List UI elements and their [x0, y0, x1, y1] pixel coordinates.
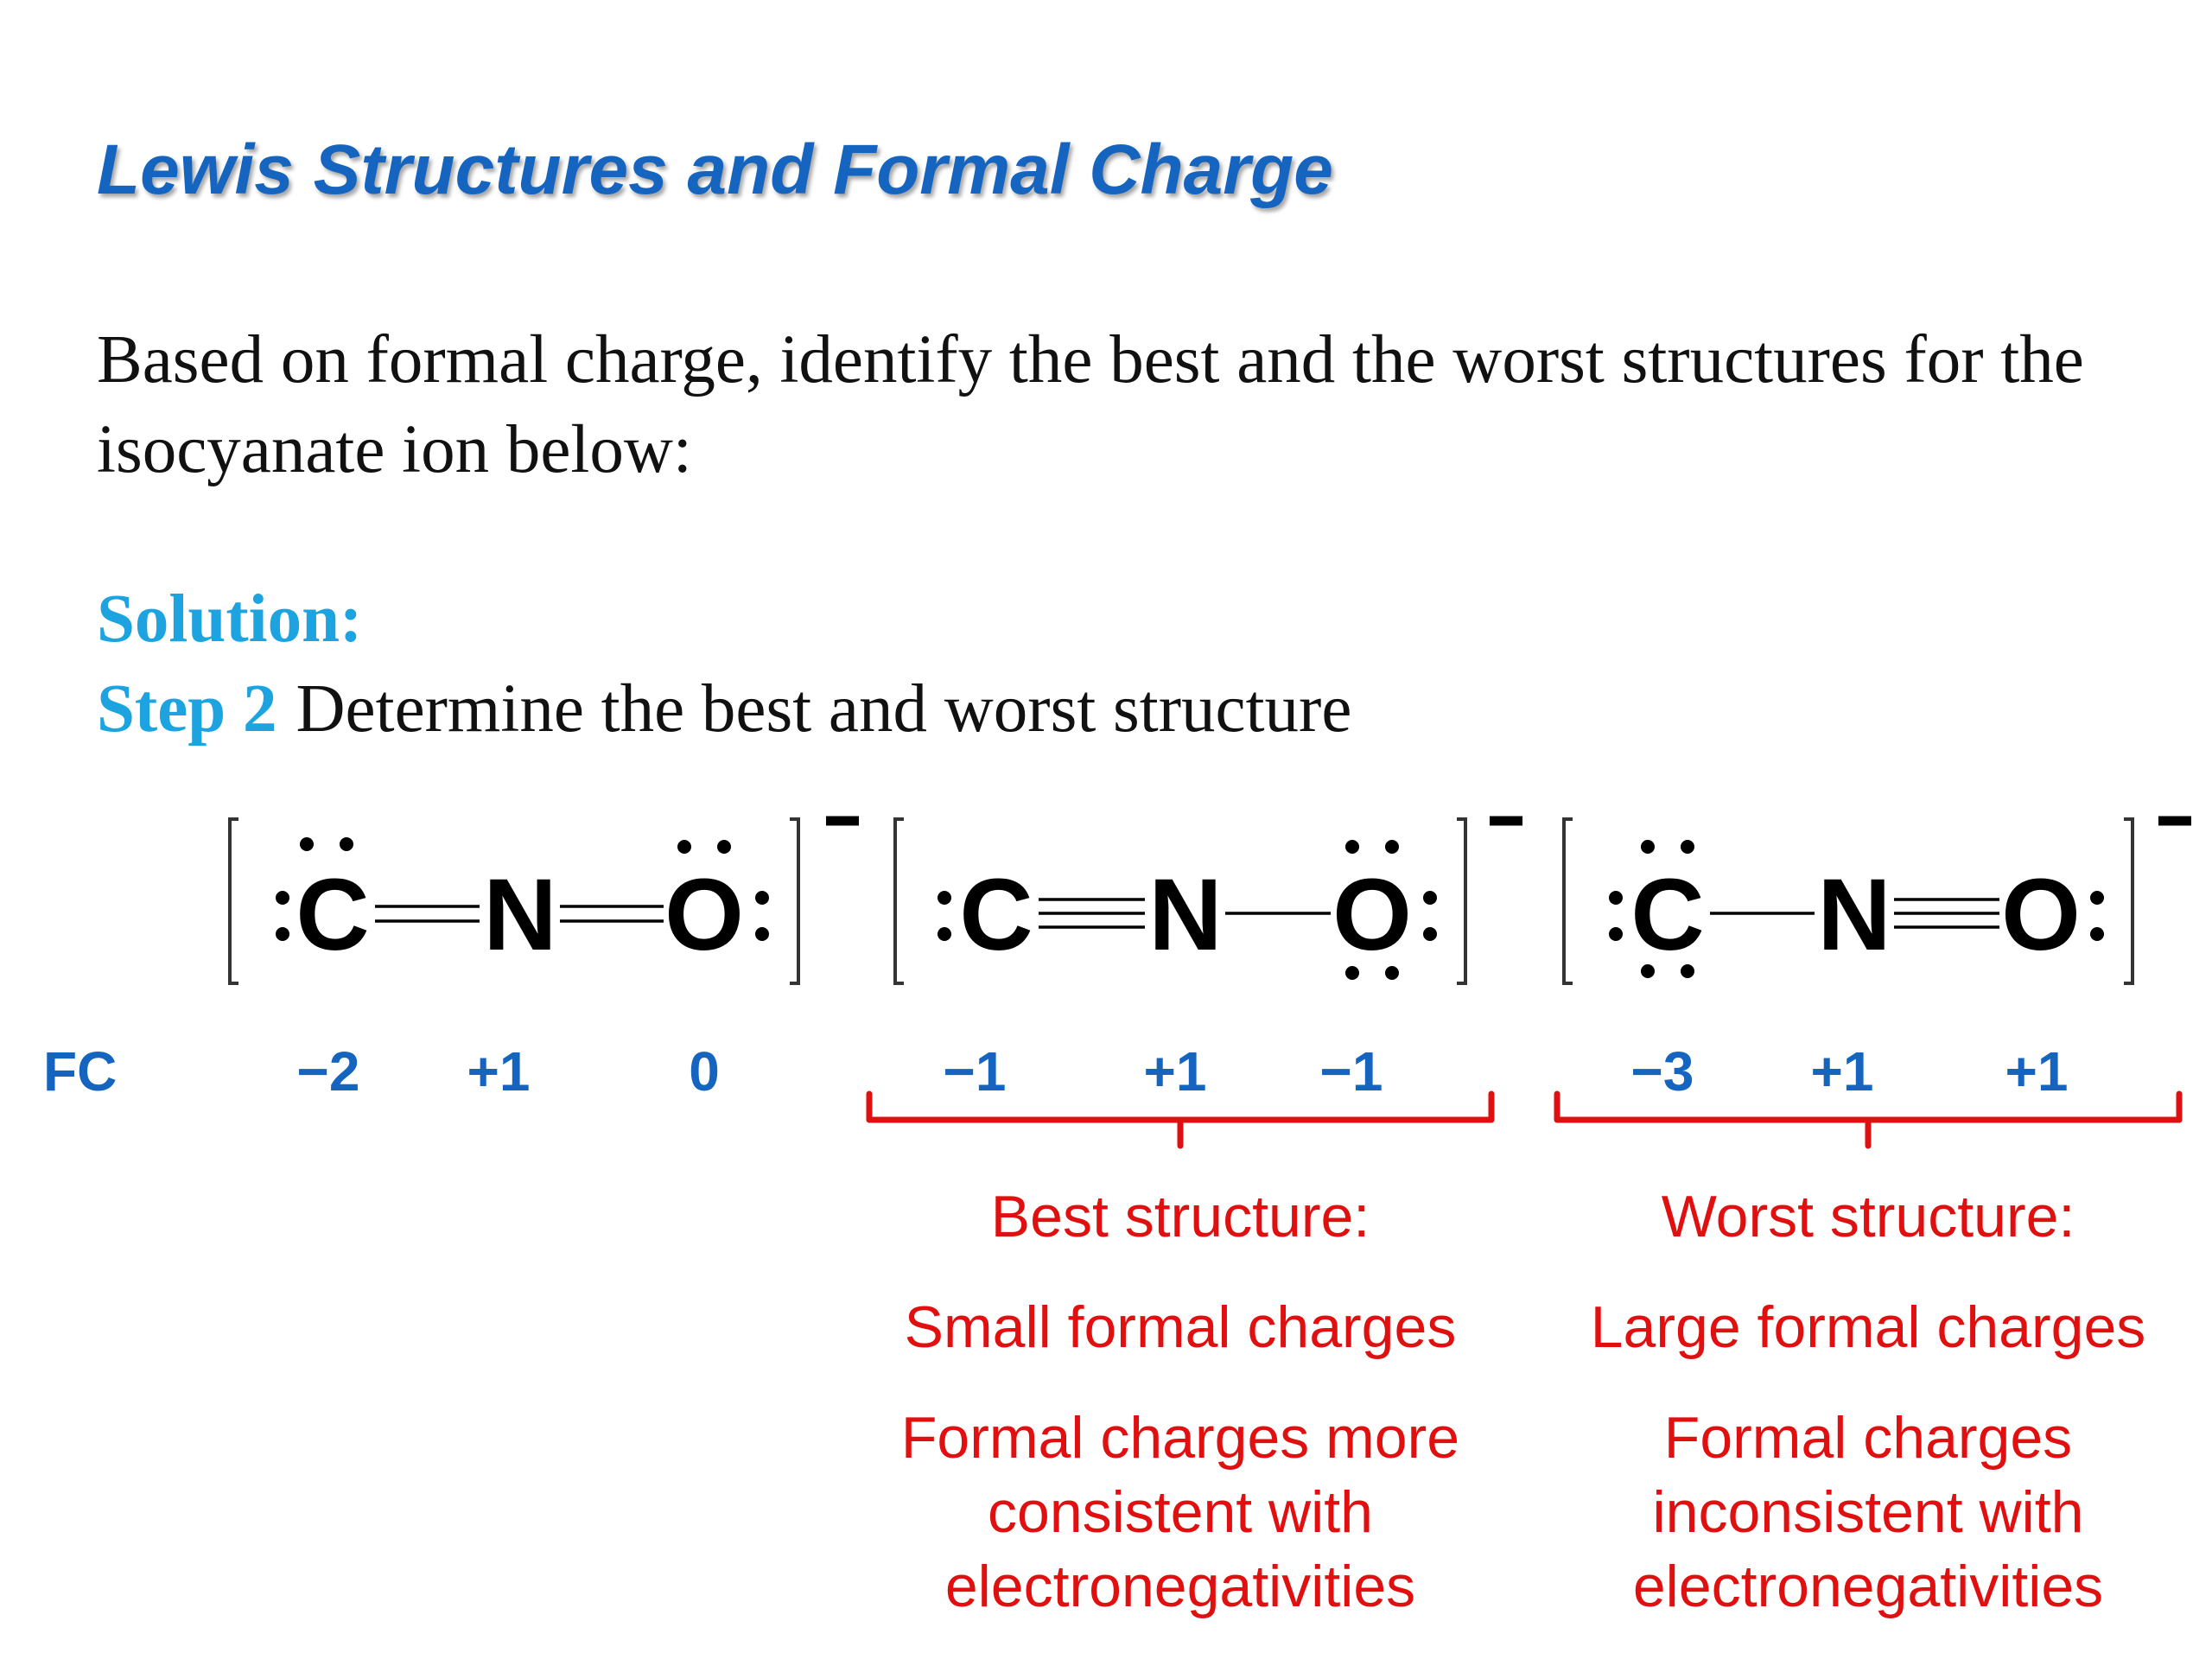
fc-value: −1 [1320, 1040, 1383, 1103]
fc-value: +1 [1811, 1040, 1874, 1103]
double-bond-c-n [375, 905, 480, 923]
fc-value: +1 [467, 1040, 531, 1103]
fc-label: FC [43, 1040, 117, 1103]
fc-value: +1 [1144, 1040, 1207, 1103]
bracket-right [2124, 817, 2134, 985]
worst-point-2: Formal charges inconsistent with electro… [1632, 1405, 2104, 1619]
atom-carbon: C [959, 858, 1033, 972]
structure-1: C N O [228, 816, 859, 985]
atom-carbon: C [296, 858, 369, 972]
atom-nitrogen: N [1817, 858, 1891, 972]
step-label: Step 2 [97, 671, 277, 747]
question-text: Based on formal charge, identify the bes… [97, 322, 2084, 487]
best-point-1: Small formal charges [904, 1294, 1457, 1360]
slide-title: Lewis Structures and Formal Charge [97, 130, 1333, 209]
fc-value: −1 [944, 1040, 1007, 1103]
formal-charge-row: FC −2 +1 0 −1 +1 −1 −3 +1 +1 [43, 1040, 2068, 1103]
fc-value: −2 [297, 1040, 360, 1103]
bracket-right [1457, 817, 1467, 985]
lone-pairs [1609, 840, 2104, 978]
atom-nitrogen: N [483, 858, 556, 972]
atom-oxygen: O [664, 858, 744, 972]
solution-label: Solution: [97, 582, 363, 657]
atom-oxygen: O [1332, 858, 1412, 972]
fc-value: 0 [689, 1040, 720, 1103]
fc-value: +1 [2005, 1040, 2069, 1103]
double-bond-n-o [560, 905, 664, 923]
atom-carbon: C [1630, 858, 1704, 972]
fc-value: −3 [1631, 1040, 1694, 1103]
bracket-left [228, 817, 238, 985]
structure-2: C N O [893, 816, 1522, 985]
atom-nitrogen: N [1148, 858, 1222, 972]
worst-heading: Worst structure: [1661, 1184, 2075, 1249]
lone-pairs [938, 840, 1437, 980]
bracket-left [893, 817, 904, 985]
lone-pairs [276, 837, 769, 941]
worst-point-1: Large formal charges [1590, 1294, 2146, 1360]
best-structure-notes: Best structure: Small formal charges For… [852, 1179, 1509, 1624]
triple-bond-c-n [1039, 898, 1145, 929]
triple-bond-n-o [1894, 898, 1999, 929]
best-point-2: Formal charges more consistent with elec… [900, 1405, 1460, 1619]
atom-oxygen: O [2001, 858, 2081, 972]
bracket-left [1562, 817, 1573, 985]
best-heading: Best structure: [990, 1184, 1370, 1249]
brace-worst [1554, 1090, 2183, 1149]
bracket-right [790, 817, 800, 985]
step-text: Determine the best and worst structure [296, 671, 1352, 747]
brace-best [866, 1090, 1495, 1149]
worst-structure-notes: Worst structure: Large formal charges Fo… [1540, 1179, 2196, 1624]
structure-3: C N O [1562, 816, 2191, 985]
